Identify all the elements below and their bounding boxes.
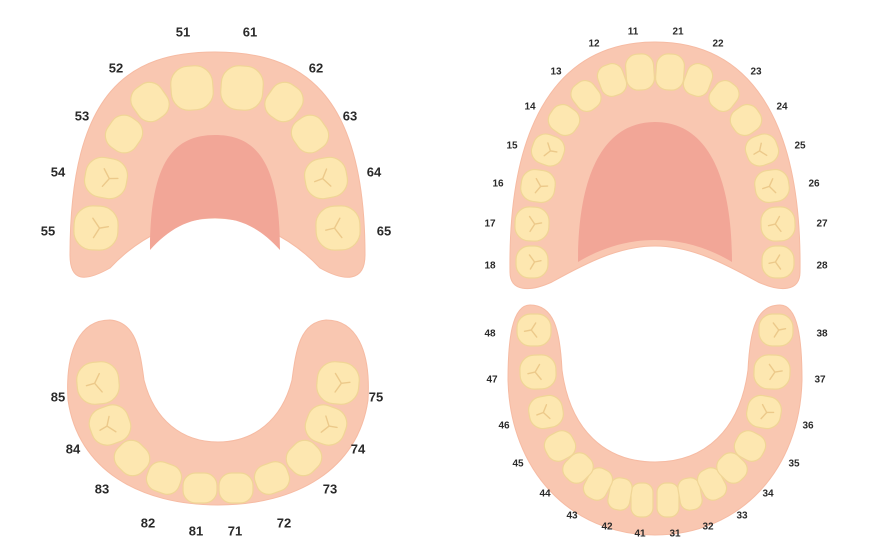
label-14: 14: [524, 102, 536, 113]
label-46: 46: [498, 421, 510, 432]
label-85: 85: [51, 389, 65, 404]
tooth-65: [315, 205, 361, 251]
label-25: 25: [794, 141, 806, 152]
label-18: 18: [484, 261, 496, 272]
label-84: 84: [66, 441, 81, 456]
label-65: 65: [377, 223, 391, 238]
tooth-31: [657, 483, 679, 517]
tooth-48: [517, 314, 551, 346]
label-83: 83: [95, 481, 109, 496]
label-62: 62: [309, 60, 323, 75]
label-17: 17: [484, 219, 496, 230]
tooth-38: [759, 314, 793, 346]
label-36: 36: [802, 421, 814, 432]
label-81: 81: [189, 523, 203, 538]
label-16: 16: [492, 179, 504, 190]
label-44: 44: [539, 489, 551, 500]
tooth-27: [760, 206, 795, 241]
tooth-17: [514, 206, 549, 241]
tooth-81: [183, 473, 217, 503]
label-64: 64: [367, 164, 382, 179]
tooth-28: [762, 246, 794, 278]
label-24: 24: [776, 102, 788, 113]
label-26: 26: [808, 179, 820, 190]
label-15: 15: [506, 141, 518, 152]
label-43: 43: [566, 511, 578, 522]
tooth-21: [655, 53, 685, 91]
label-55: 55: [41, 223, 55, 238]
label-32: 32: [702, 522, 714, 533]
label-45: 45: [512, 459, 524, 470]
tooth-71: [219, 473, 253, 503]
primary-lower-arch: [68, 320, 369, 505]
label-73: 73: [323, 481, 337, 496]
label-21: 21: [672, 27, 684, 38]
tooth-47: [519, 354, 556, 389]
primary-upper-arch: [70, 52, 365, 277]
tooth-61: [220, 65, 265, 112]
label-74: 74: [351, 441, 366, 456]
label-48: 48: [484, 329, 496, 340]
tooth-18: [516, 246, 548, 278]
label-12: 12: [588, 39, 600, 50]
label-22: 22: [712, 39, 724, 50]
label-35: 35: [788, 459, 800, 470]
label-54: 54: [51, 164, 66, 179]
label-51: 51: [176, 24, 190, 39]
tooth-51: [170, 65, 215, 112]
label-47: 47: [486, 375, 498, 386]
label-23: 23: [750, 67, 762, 78]
tooth-85: [75, 360, 121, 406]
label-72: 72: [277, 515, 291, 530]
label-71: 71: [228, 523, 242, 538]
tooth-75: [315, 360, 361, 406]
label-42: 42: [601, 522, 613, 533]
label-31: 31: [669, 529, 681, 540]
tooth-11: [625, 53, 655, 91]
tooth-55: [73, 205, 119, 251]
label-13: 13: [550, 67, 562, 78]
label-28: 28: [816, 261, 828, 272]
label-11: 11: [628, 27, 639, 38]
label-52: 52: [109, 60, 123, 75]
tooth-41: [631, 483, 653, 517]
label-37: 37: [814, 375, 826, 386]
label-27: 27: [816, 219, 828, 230]
permanent-upper-arch: [510, 42, 800, 289]
label-38: 38: [816, 329, 828, 340]
tooth-37: [753, 354, 790, 389]
label-34: 34: [762, 489, 774, 500]
permanent-lower-arch: [508, 305, 802, 535]
label-75: 75: [369, 389, 383, 404]
label-33: 33: [736, 511, 748, 522]
label-53: 53: [75, 108, 89, 123]
label-61: 61: [243, 24, 257, 39]
label-82: 82: [141, 515, 155, 530]
label-63: 63: [343, 108, 357, 123]
label-41: 41: [634, 529, 646, 540]
